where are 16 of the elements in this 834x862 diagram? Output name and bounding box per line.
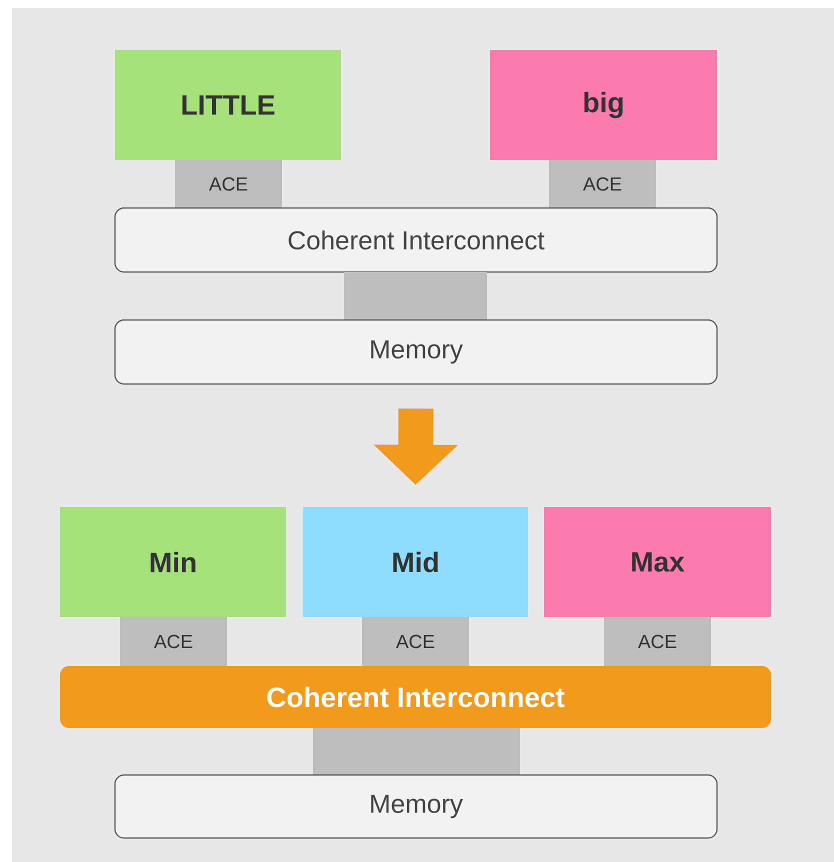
port-box: ACE	[549, 160, 656, 208]
connector-bar	[313, 728, 520, 775]
memory-box: Memory	[114, 774, 718, 839]
interconnect-box: Coherent Interconnect	[60, 666, 771, 728]
port-box: ACE	[175, 160, 282, 208]
connector-bar	[344, 272, 487, 320]
processor-box: Mid	[303, 507, 528, 617]
port-box: ACE	[362, 617, 469, 666]
processor-box: Min	[60, 507, 286, 617]
port-box: ACE	[604, 617, 711, 666]
processor-box: LITTLE	[115, 50, 341, 160]
processor-box: Max	[544, 507, 771, 617]
interconnect-box: Coherent Interconnect	[114, 207, 718, 273]
memory-box: Memory	[114, 319, 718, 385]
processor-box: big	[490, 50, 717, 160]
port-box: ACE	[120, 617, 227, 666]
